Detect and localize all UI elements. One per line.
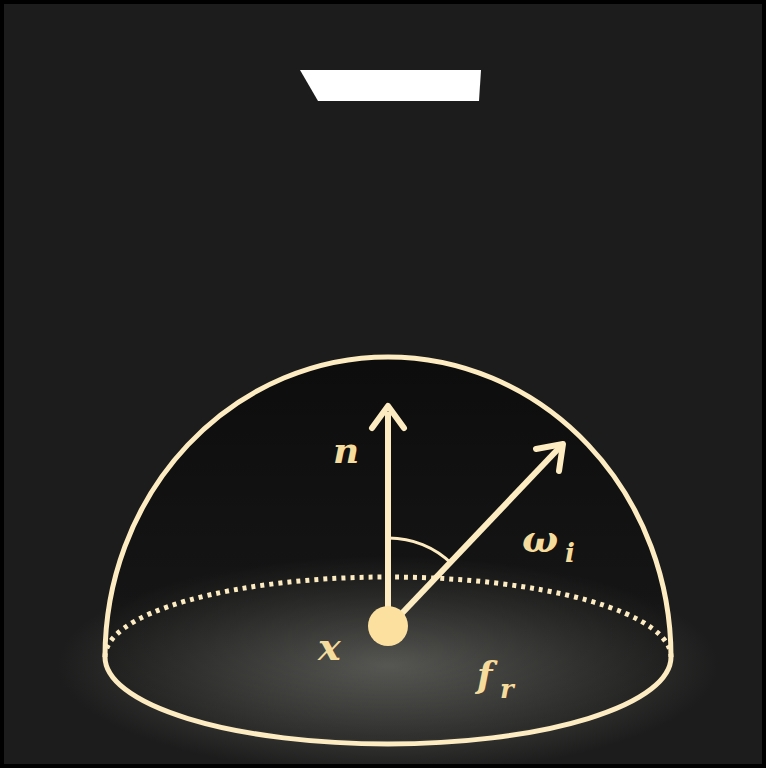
area-light [300,70,481,101]
normal-label: n [333,432,359,468]
brdf-subscript: r [500,676,514,702]
incident-arrowhead [536,444,563,471]
direction-subscript: i [565,540,575,566]
brdf-label: f [477,656,493,692]
dome-outline [105,357,671,657]
normal-arrowhead [372,406,404,428]
dome-fill [105,357,671,740]
point-label: x [318,628,341,666]
shading-point [368,606,408,646]
direction-label: ω [522,520,558,558]
normal-arrow [385,412,391,628]
angle-arc [388,538,452,564]
incident-arrow [388,447,560,628]
background [4,4,762,764]
base-front [105,657,671,744]
